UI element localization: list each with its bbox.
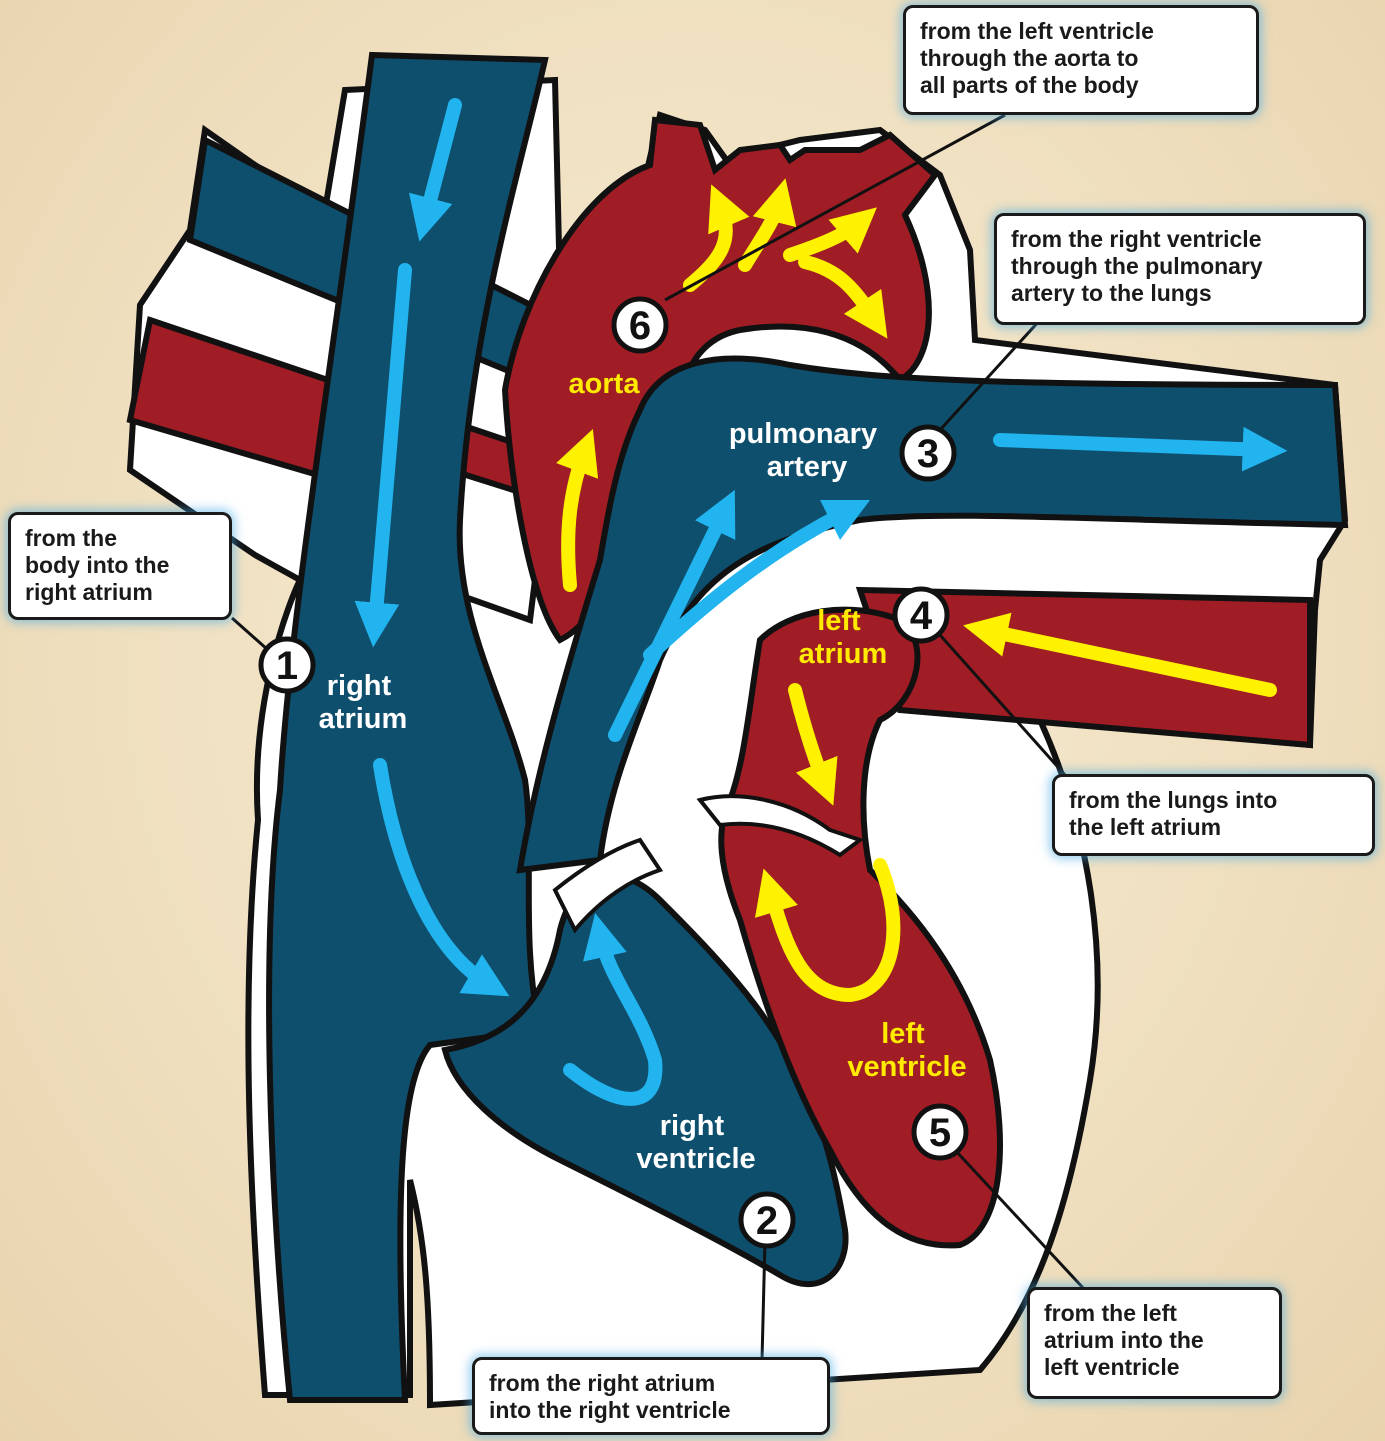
callout-step-3: from the right ventricle through the pul… xyxy=(994,213,1366,325)
step-marker-3: 3 xyxy=(902,427,954,479)
step-marker-5: 5 xyxy=(914,1106,966,1158)
step-marker-1: 1 xyxy=(261,639,313,691)
blue-flow-arrow-icon xyxy=(1000,440,1265,450)
svg-text:4: 4 xyxy=(910,594,933,638)
label-right-atrium: right atrium xyxy=(319,670,408,735)
svg-text:6: 6 xyxy=(629,304,651,348)
callout-step-1: from the body into the right atrium xyxy=(8,512,232,620)
callout-step-4: from the lungs into the left atrium xyxy=(1052,774,1375,856)
callout-step-5: from the left atrium into the left ventr… xyxy=(1027,1287,1282,1399)
callout-step-6: from the left ventricle through the aort… xyxy=(903,5,1259,115)
svg-text:1: 1 xyxy=(276,644,298,688)
step-marker-4: 4 xyxy=(895,589,947,641)
label-aorta: aorta xyxy=(569,368,641,400)
svg-text:5: 5 xyxy=(929,1111,951,1155)
step-marker-2: 2 xyxy=(741,1194,793,1246)
svg-text:2: 2 xyxy=(756,1199,778,1243)
step-marker-6: 6 xyxy=(614,299,666,351)
callout-step-2: from the right atrium into the right ven… xyxy=(472,1357,830,1435)
svg-text:3: 3 xyxy=(917,432,939,476)
